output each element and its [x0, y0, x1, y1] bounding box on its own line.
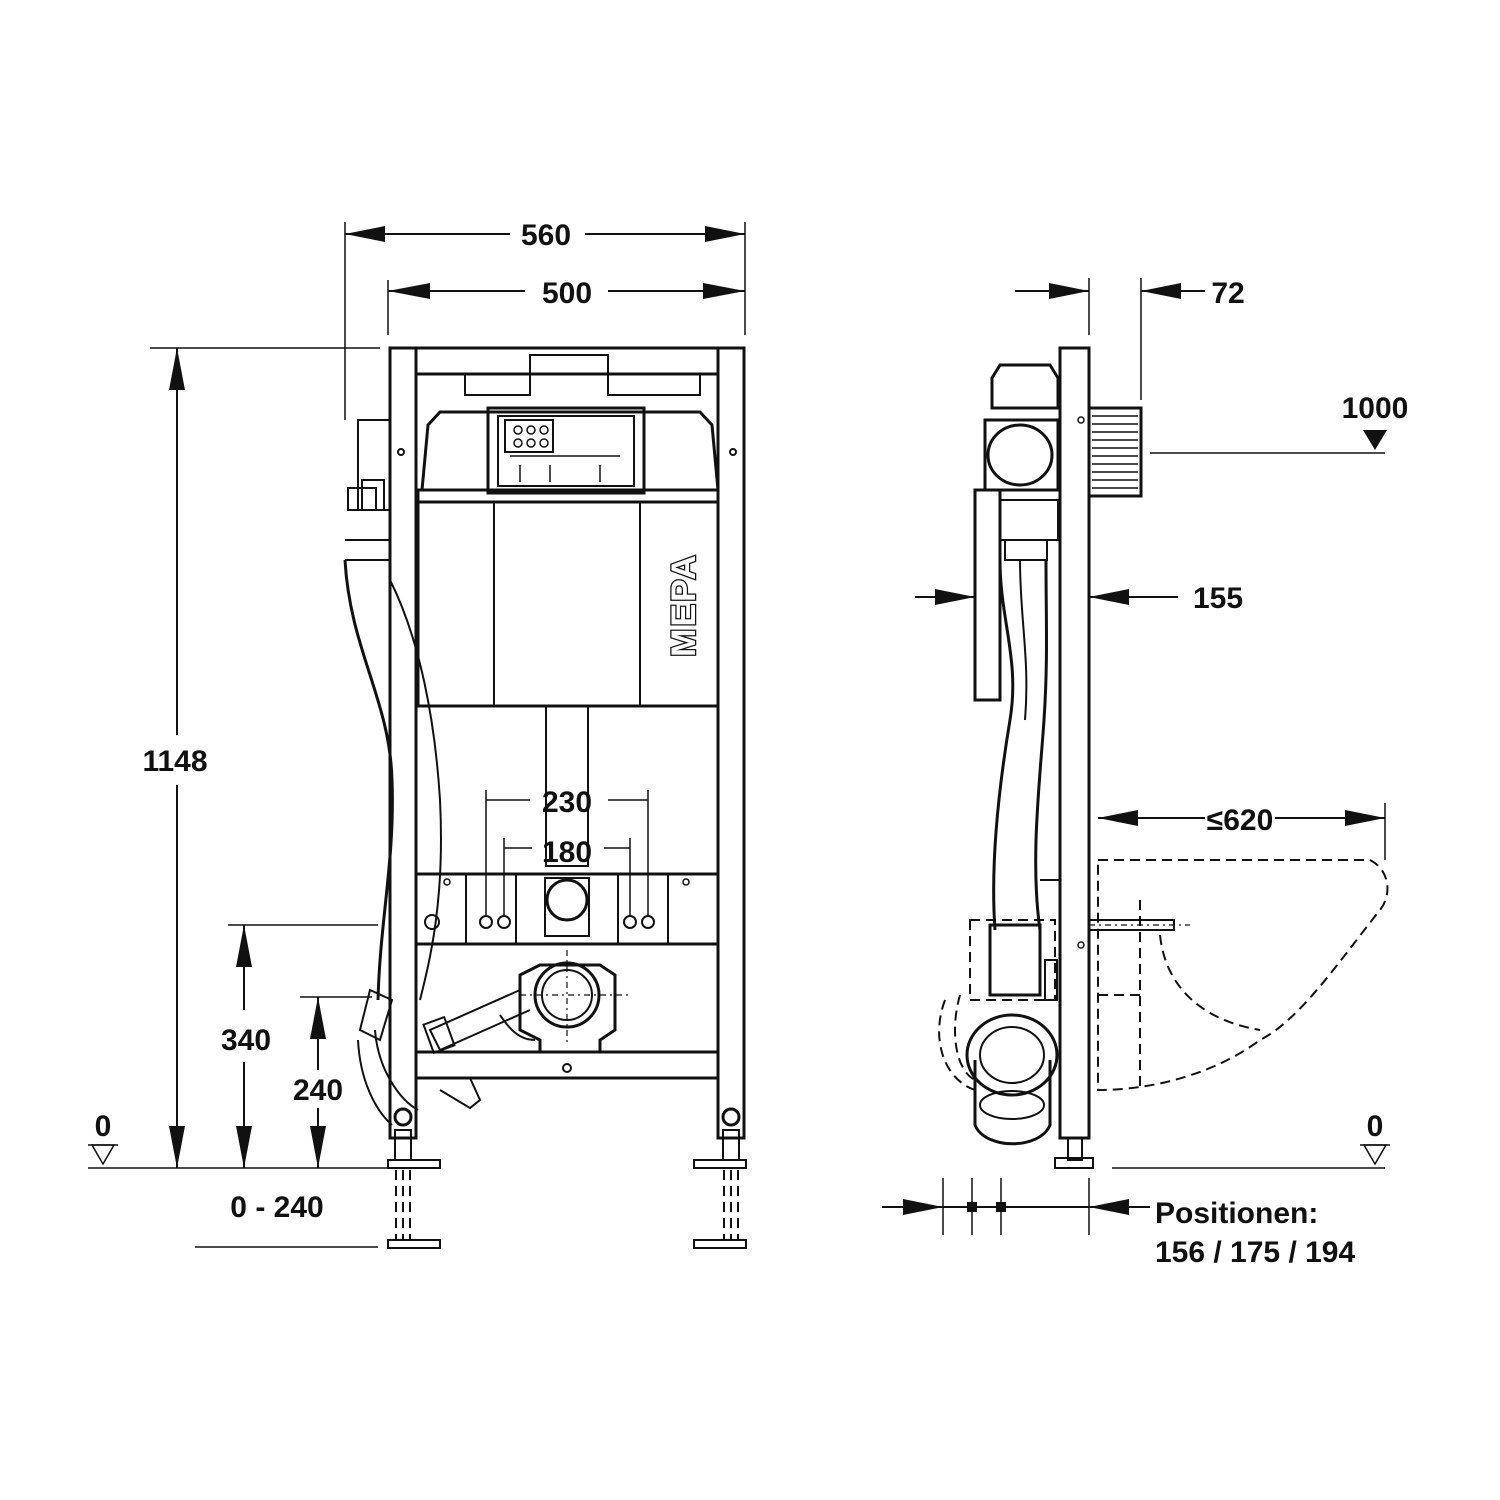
dimension-620: ≤620 — [1098, 803, 1386, 860]
brand-logo: MEPA — [665, 553, 703, 657]
dimension-1148: 1148 — [142, 347, 380, 1168]
dim-1148-label: 1148 — [142, 745, 207, 778]
side-view: 72 1000 155 ≤620 — [882, 277, 1408, 1269]
floor-level-front-label: 0 — [95, 1110, 112, 1143]
dimension-240: 240 — [293, 996, 372, 1168]
dim-180-label: 180 — [542, 836, 592, 869]
drain-elbow — [422, 950, 630, 1110]
dim-155-label: 155 — [1193, 582, 1243, 615]
dim-230-label: 230 — [542, 786, 592, 819]
dim-foot-adjust-label: 0 - 240 — [230, 1191, 323, 1224]
cistern: MEPA — [416, 406, 720, 867]
drain-side — [938, 919, 1059, 1146]
dim-620-label: ≤620 — [1207, 804, 1274, 837]
mounting-frame — [388, 346, 746, 1140]
dim-560-label: 560 — [521, 219, 571, 252]
dim-500-label: 500 — [542, 277, 592, 310]
wc-bowl-outline — [1088, 859, 1389, 1092]
flush-pipe-front — [343, 419, 442, 1126]
flush-pipe-side — [992, 559, 1061, 1060]
positions-label: Positionen: — [1155, 1197, 1318, 1230]
floor-level-front: 0 0 - 240 — [88, 1110, 390, 1248]
front-view: 560 500 1148 340 — [88, 219, 747, 1249]
floor-level-side-label: 0 — [1367, 1110, 1384, 1143]
dim-1000-label: 1000 — [1342, 392, 1409, 425]
dim-72-label: 72 — [1211, 277, 1244, 310]
dimension-180: 180 — [503, 836, 631, 916]
floor-level-side: 0 — [1112, 1110, 1390, 1169]
dimension-340: 340 — [221, 924, 378, 1168]
dimension-1000: 1000 — [1150, 392, 1409, 454]
positions-values: 156 / 175 / 194 — [1155, 1236, 1355, 1269]
feet-front — [387, 1107, 747, 1249]
cistern-side — [973, 363, 1060, 702]
dimension-155: 155 — [915, 582, 1243, 615]
dimension-230: 230 — [485, 786, 649, 916]
dimension-72: 72 — [1015, 277, 1245, 400]
side-frame — [1054, 346, 1143, 1169]
dim-240-label: 240 — [293, 1074, 343, 1107]
dim-340-label: 340 — [221, 1024, 271, 1057]
mounting-plate — [414, 872, 720, 946]
positions-dimension: Positionen: 156 / 175 / 194 — [882, 1178, 1355, 1269]
dimension-500: 500 — [387, 277, 745, 335]
dimension-560: 560 — [344, 219, 746, 420]
